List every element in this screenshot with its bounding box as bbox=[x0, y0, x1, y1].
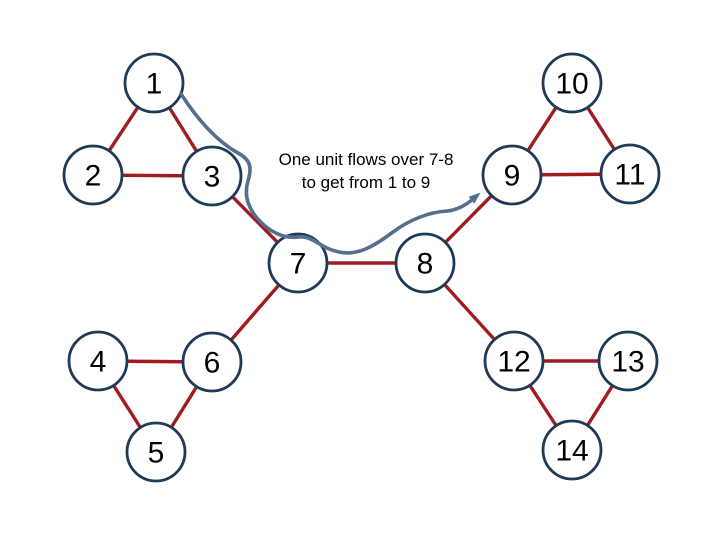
node-11: 11 bbox=[599, 143, 661, 205]
node-10-circle bbox=[541, 52, 603, 114]
edges-layer bbox=[91, 81, 632, 454]
node-14-label: 14 bbox=[555, 435, 588, 468]
node-8-label: 8 bbox=[417, 248, 434, 281]
node-5: 5 bbox=[125, 421, 187, 483]
node-11-label: 11 bbox=[614, 159, 645, 192]
node-7-label: 7 bbox=[290, 248, 307, 281]
flow-arrow bbox=[179, 92, 481, 255]
node-3: 3 bbox=[181, 145, 243, 207]
node-4-label: 4 bbox=[90, 346, 107, 379]
node-6: 6 bbox=[181, 331, 243, 393]
node-14-circle bbox=[541, 419, 603, 481]
node-9-label: 9 bbox=[504, 160, 521, 193]
node-7-circle bbox=[267, 232, 329, 294]
node-3-label: 3 bbox=[204, 161, 221, 194]
flow-annotation-line2: to get from 1 to 9 bbox=[301, 173, 431, 192]
node-6-label: 6 bbox=[204, 347, 221, 380]
node-4: 4 bbox=[67, 330, 129, 392]
node-13-label: 13 bbox=[611, 346, 644, 379]
flow-annotation-line1: One unit flows over 7-8 bbox=[278, 150, 454, 169]
node-3-circle bbox=[181, 145, 243, 207]
node-10-label: 10 bbox=[555, 68, 588, 101]
node-9: 9 bbox=[481, 144, 543, 206]
node-1: 1 bbox=[123, 52, 185, 114]
node-7: 7 bbox=[267, 232, 329, 294]
node-12: 12 bbox=[483, 330, 545, 392]
node-9-circle bbox=[481, 144, 543, 206]
node-6-circle bbox=[181, 331, 243, 393]
flow-annotation: One unit flows over 7-8 to get from 1 to… bbox=[256, 148, 476, 194]
node-13-circle bbox=[597, 330, 659, 392]
node-12-circle bbox=[483, 330, 545, 392]
node-5-label: 5 bbox=[148, 437, 165, 470]
node-4-circle bbox=[67, 330, 129, 392]
node-2: 2 bbox=[62, 144, 124, 206]
node-8: 8 bbox=[394, 232, 456, 294]
node-11-circle bbox=[599, 143, 661, 205]
node-1-circle bbox=[123, 52, 185, 114]
node-5-circle bbox=[125, 421, 187, 483]
node-1-label: 1 bbox=[146, 68, 163, 101]
node-12-label: 12 bbox=[497, 346, 530, 379]
node-13: 13 bbox=[597, 330, 659, 392]
node-2-label: 2 bbox=[85, 160, 102, 193]
node-14: 14 bbox=[541, 419, 603, 481]
node-8-circle bbox=[394, 232, 456, 294]
node-2-circle bbox=[62, 144, 124, 206]
node-10: 10 bbox=[541, 52, 603, 114]
